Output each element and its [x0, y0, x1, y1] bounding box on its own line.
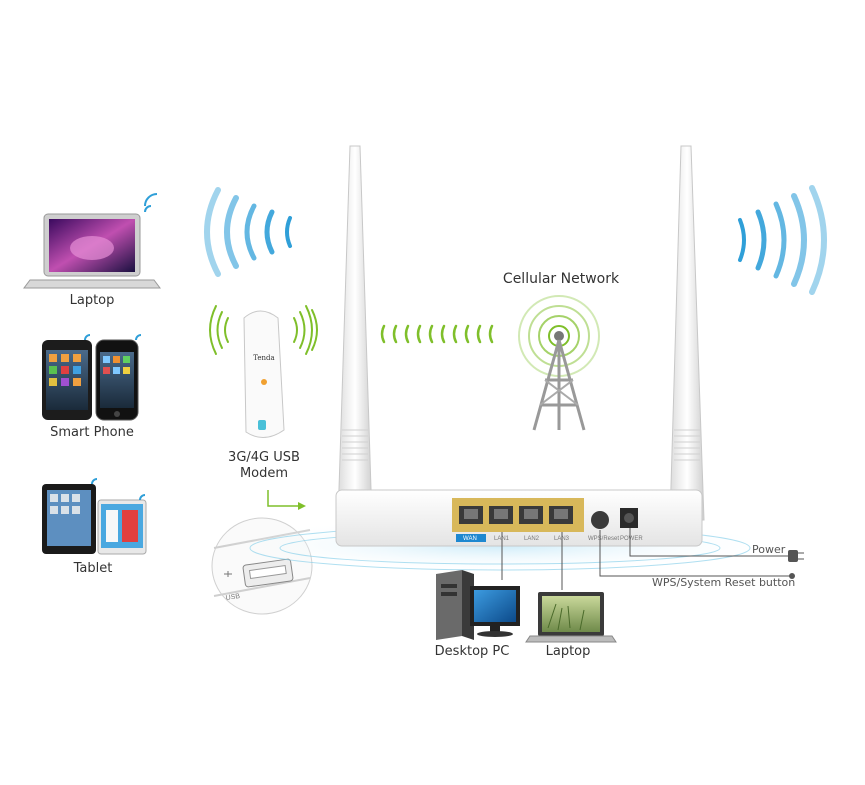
- desktop-pc-label: Desktop PC: [435, 644, 510, 659]
- tablet-label: Tablet: [74, 561, 113, 576]
- port-power-label: POWER: [620, 536, 643, 542]
- router-body: [336, 490, 702, 546]
- smart-phone-label: Smart Phone: [50, 425, 134, 440]
- cell-tower-icon: [519, 296, 599, 430]
- port-wan-label: WAN: [463, 536, 477, 542]
- wps-reset-label: WPS/System Reset button: [652, 576, 795, 589]
- usb-modem-label-line2: Modem: [240, 466, 288, 481]
- modem-brand-text: Tenda: [253, 354, 274, 362]
- antenna-left: [338, 146, 372, 520]
- cellular-wave-icon: [382, 326, 492, 342]
- wifi-signal-right-icon: [740, 188, 824, 292]
- tablet-device: [42, 479, 146, 554]
- arrow-icon: [268, 490, 306, 510]
- usb-modem-device: Tenda: [210, 306, 317, 438]
- power-plug-icon: [788, 550, 804, 579]
- cellular-network-label: Cellular Network: [503, 271, 619, 287]
- smart-phone-device: [42, 335, 141, 420]
- port-lan2-label: LAN2: [524, 536, 540, 542]
- laptop-left-label: Laptop: [70, 293, 115, 308]
- desktop-pc-device: [436, 570, 520, 640]
- laptop-left-device: [24, 194, 160, 288]
- laptop-bottom-label: Laptop: [546, 644, 591, 659]
- antenna-right: [670, 146, 704, 520]
- laptop-bottom-device: [526, 592, 616, 642]
- wifi-signal-left-icon: [207, 190, 290, 274]
- port-wps-label: WPS/Reset: [588, 536, 619, 542]
- usb-modem-label-line1: 3G/4G USB: [228, 450, 300, 465]
- power-label: Power: [752, 543, 785, 556]
